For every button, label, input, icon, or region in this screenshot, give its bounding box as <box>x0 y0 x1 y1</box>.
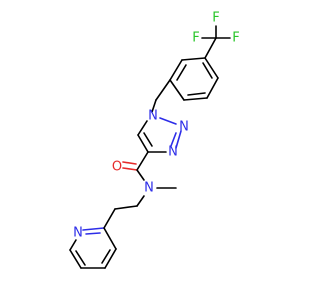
bond-benzene-3 <box>169 79 185 101</box>
bond-benzene-5 <box>206 77 219 99</box>
fluorine-top-label: F <box>212 11 219 26</box>
bond-pyridine-c3-to-c2 <box>103 227 117 250</box>
pyridine-nitrogen-label: N <box>73 226 83 241</box>
bond-pyridine-c2-to-n <box>82 227 105 231</box>
bond-ethyl-1 <box>114 205 138 210</box>
bond-carbonyl-o <box>122 167 138 171</box>
bond-c4-to-carbonyl <box>136 151 149 171</box>
triazole-n3-label: N <box>168 145 178 160</box>
bond-ch2-to-n1 <box>151 99 157 113</box>
bond-benzene-4 <box>183 97 208 101</box>
amide-nitrogen-label: N <box>144 181 154 196</box>
bond-benzene-6 <box>204 57 219 79</box>
fluorine-right-label: F <box>232 31 239 46</box>
bond-benzene-2 <box>169 59 183 81</box>
molecule-structure: F F F N N N O N N <box>69 11 240 269</box>
atom-labels: F F F N N N O N N <box>73 11 240 241</box>
bond-amide-n-to-ethyl <box>136 195 145 207</box>
bond-n2-to-n3 <box>175 130 182 149</box>
bond-benzene-inner-3 <box>202 62 213 79</box>
bond-benzene-inner-2 <box>187 92 206 96</box>
bond-n1-to-n2 <box>159 117 177 125</box>
bond-c5-to-n1 <box>137 120 148 136</box>
bond-carbonyl-o-double <box>122 161 137 165</box>
bond-pyridine-c2-to-n-double <box>85 232 101 235</box>
triazole-n1-label: N <box>148 109 158 124</box>
bond-pyridine-c6-to-c5 <box>69 249 82 269</box>
bond-pyridine-c4-to-c3 <box>104 248 117 269</box>
bond-ethyl-2 <box>103 208 116 229</box>
bond-pyridine-c6-to-c5-inner <box>75 250 86 266</box>
bond-ring-to-ch2 <box>155 79 171 101</box>
bond-benzene-inner-1 <box>176 64 187 81</box>
bond-pyridine-c4-to-c3-inner <box>101 249 111 264</box>
bond-c4-to-c5-double <box>143 132 153 147</box>
bond-cf3-to-ring <box>204 37 217 59</box>
carbonyl-oxygen-label: O <box>112 160 122 175</box>
bonds <box>69 25 231 269</box>
bond-pyridine-n-to-c6 <box>69 239 77 251</box>
bond-carbonyl-to-amide-n <box>136 169 145 181</box>
fluorine-left-label: F <box>192 31 199 46</box>
bond-c4-to-c5 <box>137 134 149 153</box>
triazole-n2-label: N <box>179 120 189 135</box>
bond-benzene-1 <box>181 57 206 61</box>
bond-n2-to-n3-double <box>170 132 177 147</box>
